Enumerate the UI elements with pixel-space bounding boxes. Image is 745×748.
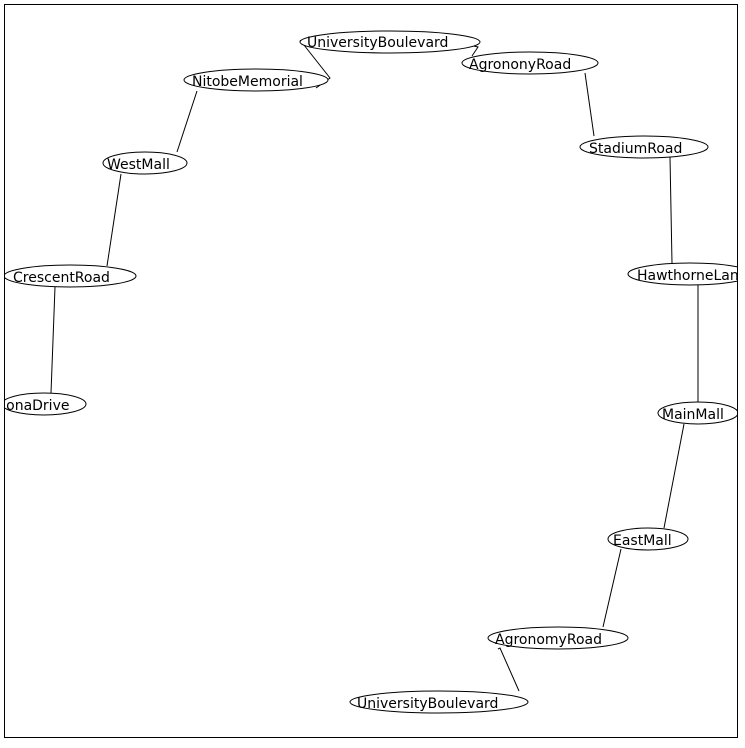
node-ellipse: [607, 527, 689, 551]
node-universityboulevard: UniversityBoulevard: [299, 30, 481, 54]
node-ellipse: [349, 690, 529, 714]
node-label: EastMall: [613, 533, 672, 549]
node-label: HawthorneLane: [637, 268, 745, 284]
nodes-layer: UniversityBoulevardAgrononyRoadStadiumRo…: [2, 30, 745, 714]
edge-n3-n4: [669, 156, 673, 264]
node-ellipse: [183, 68, 329, 92]
edge-n2-n3: [584, 72, 595, 137]
node-ellipse: [461, 51, 599, 75]
node-crescentroad: CrescentRoad: [4, 264, 137, 288]
edge-n5-n6: [663, 423, 685, 529]
node-ionadrive: IonaDrive: [2, 392, 87, 416]
node-ellipse: [4, 264, 137, 288]
node-agrononyroad: AgrononyRoad: [461, 51, 599, 75]
edge-n7-n8: [497, 647, 520, 692]
node-label: NitobeMemorial: [192, 74, 303, 90]
edge-n11-n12: [176, 90, 198, 153]
node-nitobememorial: NitobeMemorial: [183, 68, 329, 92]
edges-layer: [50, 39, 699, 692]
node-label: UniversityBoulevard: [307, 35, 448, 51]
node-ellipse: [657, 401, 738, 425]
node-label: AgronomyRoad: [495, 632, 602, 648]
node-hawthornelane: HawthorneLane: [627, 262, 745, 286]
node-mainmall: MainMall: [657, 401, 738, 425]
node-westmall: WestMall: [102, 151, 188, 175]
node-label: MainMall: [662, 407, 724, 423]
edge-n10-n11: [106, 173, 122, 267]
node-label: CrescentRoad: [13, 270, 110, 286]
node-ellipse: [579, 135, 709, 159]
node-agronomyroad: AgronomyRoad: [487, 626, 629, 650]
node-stadiumroad: StadiumRoad: [579, 135, 709, 159]
node-label: StadiumRoad: [589, 141, 682, 157]
diagram-frame: [4, 4, 738, 738]
node-label: AgrononyRoad: [469, 57, 571, 73]
edge-n9-n10: [50, 286, 56, 394]
node-ellipse: [627, 262, 738, 286]
node-ellipse: [4, 392, 87, 416]
node-ellipse: [487, 626, 629, 650]
node-ellipse: [299, 30, 481, 54]
edge-n6-n7: [602, 548, 622, 628]
node-ellipse: [102, 151, 188, 175]
node-label: UniversityBoulevard: [357, 696, 498, 712]
node-label: WestMall: [107, 157, 170, 173]
node-eastmall: EastMall: [607, 527, 689, 551]
node-label: IonaDrive: [2, 398, 69, 414]
node-universityboulevard: UniversityBoulevard: [349, 690, 529, 714]
